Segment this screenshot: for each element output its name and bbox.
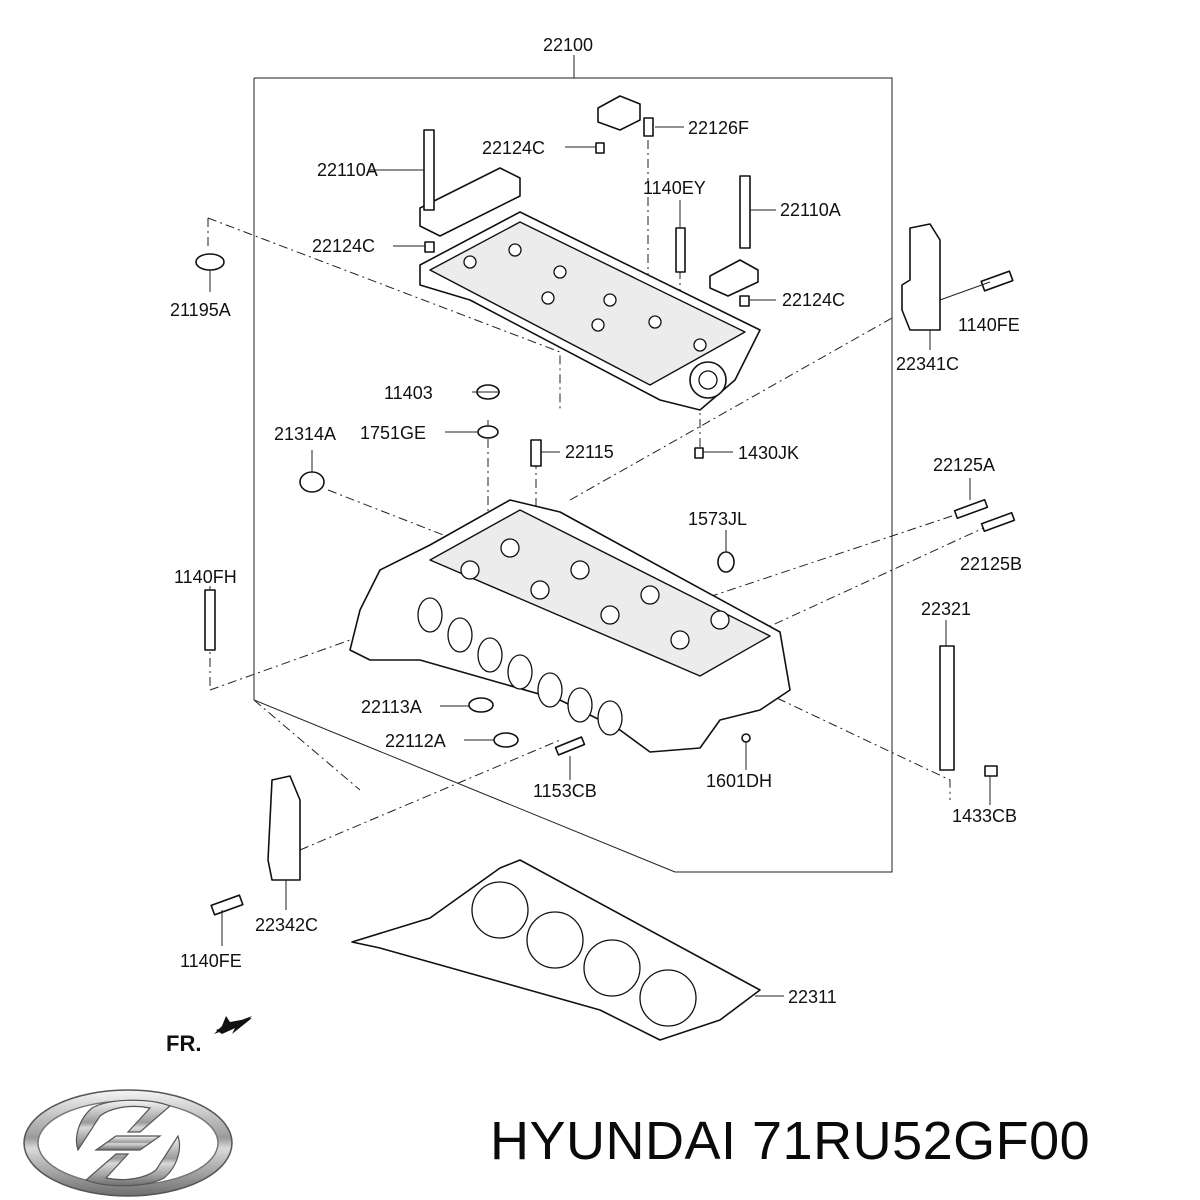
- leader-lines: [209, 126, 991, 997]
- label-dowel-left: 22124C: [312, 236, 375, 256]
- front-marker: FR.: [166, 1031, 202, 1056]
- label-assembly: 22100: [543, 35, 593, 55]
- label-cap-bolt-left: 22110A: [317, 160, 378, 180]
- label-bracket-bolt-left: 1140FE: [180, 951, 242, 971]
- label-bracket-left: 22342C: [255, 915, 318, 935]
- brand-caption: HYUNDAI 71RU52GF00: [490, 1111, 1091, 1171]
- label-seal-b: 22112A: [385, 731, 446, 751]
- cam-cap-top: [419, 95, 759, 307]
- label-bracket-right: 22341C: [896, 354, 959, 374]
- label-seal-a: 22113A: [361, 697, 422, 717]
- label-plug-small: 1573JL: [688, 509, 747, 529]
- part-labels: 22100 22110A 22124C 22126F 1140EY 22110A…: [170, 35, 1022, 1007]
- label-bolt-left: 1140FH: [174, 567, 237, 587]
- head-gasket: [351, 859, 761, 1041]
- label-pin-right: 1430JK: [738, 443, 799, 463]
- label-gasket-ring: 1751GE: [360, 423, 426, 443]
- assembly-frame: [253, 55, 893, 873]
- label-dowel-top: 22124C: [482, 138, 545, 158]
- label-head-gasket: 22311: [788, 987, 837, 1007]
- label-cap-bolt-right: 22110A: [780, 200, 841, 220]
- label-cap-plug: 21314A: [274, 424, 336, 444]
- label-bracket-bolt-right: 1140FE: [958, 315, 1020, 335]
- label-plug: 11403: [384, 383, 433, 403]
- label-stud-a: 22125A: [933, 455, 995, 475]
- label-head-bolt: 22321: [921, 599, 971, 619]
- camshaft-carrier: [419, 211, 761, 411]
- label-washer: 1433CB: [952, 806, 1017, 826]
- label-dowel-right: 22124C: [782, 290, 845, 310]
- label-pin-small: 1601DH: [706, 771, 772, 791]
- label-clip: 21195A: [170, 300, 231, 320]
- hyundai-logo: [23, 1089, 233, 1197]
- label-bolt-center: 1140EY: [643, 178, 706, 198]
- small-parts: [195, 223, 1016, 916]
- label-guide: 22115: [565, 442, 614, 462]
- front-arrow-icon: [214, 1016, 252, 1034]
- label-stud-b: 22125B: [960, 554, 1022, 574]
- label-stud-small: 1153CB: [533, 781, 597, 801]
- label-dowel-pin-top: 22126F: [688, 118, 749, 138]
- cylinder-head: [349, 499, 791, 753]
